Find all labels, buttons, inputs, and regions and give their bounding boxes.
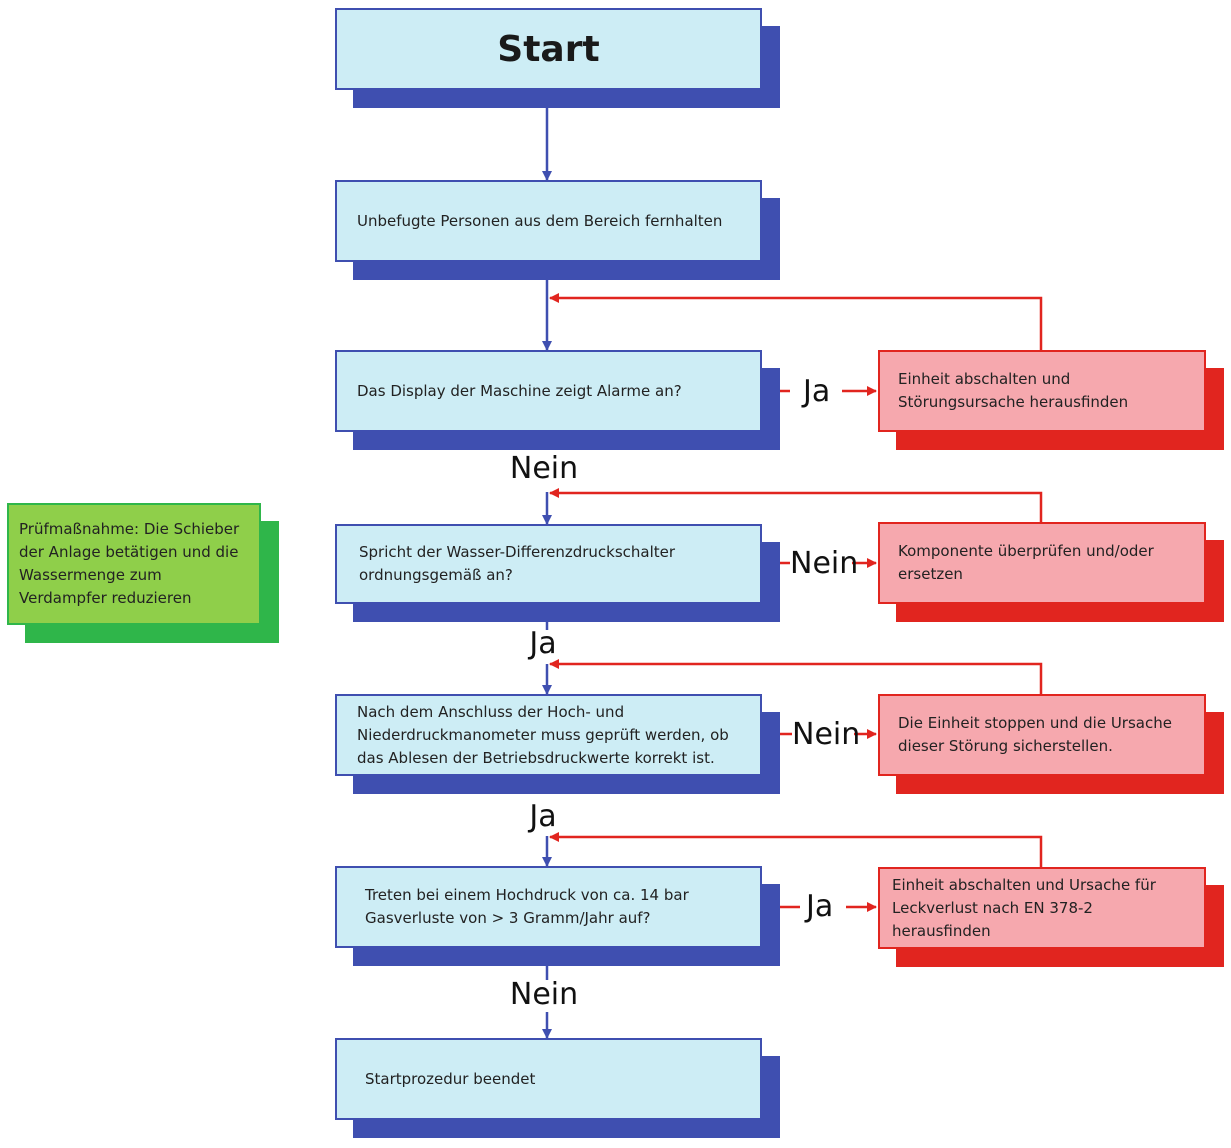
start-label: Start [497,28,600,70]
branch-label-side-2: Nein [790,546,859,581]
action-label: Einheit abschalten und Ursache für Leckv… [892,875,1156,940]
start-node: Start [335,8,780,108]
branch-label-down-1: Nein [509,451,579,486]
action-label: Komponente überprüfen und/oder ersetzen [898,542,1154,583]
action-shutdown-find-cause: Einheit abschalten und Störungsursache h… [878,350,1224,450]
action-label: Einheit abschalten und Störungsursache h… [898,370,1129,411]
step-startup-finished: Startprozedur beendet [335,1038,780,1138]
action-check-component: Komponente überprüfen und/oder ersetzen [878,522,1224,622]
return-action2 [549,488,1043,522]
return-action4 [549,832,1043,867]
step-label: Treten bei einem Hochdruck von ca. 14 ba… [365,886,689,927]
action-stop-unit: Die Einheit stoppen und die Ursache dies… [878,694,1224,794]
branch-label-down-3: Ja [529,799,557,834]
branch-label-side-3: Nein [792,717,861,752]
note-test-measure: Prüfmaßnahme: Die Schieber der Anlage be… [7,503,279,643]
return-action3 [549,659,1043,694]
step-label: Unbefugte Personen aus dem Bereich fernh… [357,211,723,230]
return-action1 [549,293,1043,350]
action-leak-cause: Einheit abschalten und Ursache für Leckv… [878,867,1224,967]
note-label: Prüfmaßnahme: Die Schieber der Anlage be… [19,520,240,607]
step-label: Nach dem Anschluss der Hoch- und Niederd… [357,702,729,767]
step-gas-loss: Treten bei einem Hochdruck von ca. 14 ba… [335,866,780,966]
step-manometer-check: Nach dem Anschluss der Hoch- und Niederd… [335,694,780,794]
step-display-alarms: Das Display der Maschine zeigt Alarme an… [335,350,780,450]
step-label: Startprozedur beendet [365,1069,536,1088]
action-label: Die Einheit stoppen und die Ursache dies… [898,714,1172,755]
branch-label-side-1: Ja [803,374,831,409]
step-keep-people-away: Unbefugte Personen aus dem Bereich fernh… [335,180,780,280]
branch-label-down-2: Ja [529,626,557,661]
branch-label-side-4: Ja [806,889,834,924]
step-pressure-switch: Spricht der Wasser-Differenzdruckschalte… [335,524,780,624]
step-label: Das Display der Maschine zeigt Alarme an… [357,381,682,400]
step-label: Spricht der Wasser-Differenzdruckschalte… [359,543,676,584]
branch-label-down-4: Nein [509,977,579,1012]
